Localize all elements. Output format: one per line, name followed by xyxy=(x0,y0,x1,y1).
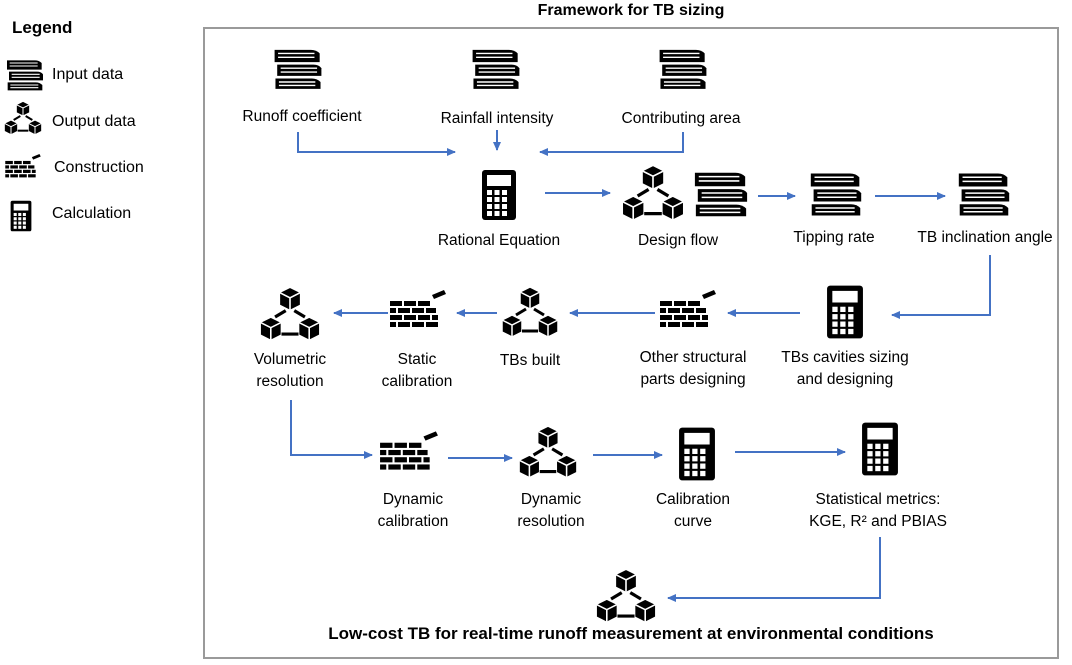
contributing-area-label: Contributing area xyxy=(621,110,741,127)
calibration-curve-label: Calibration curve xyxy=(655,491,731,530)
static-calibration-label: Static calibration xyxy=(381,351,453,390)
arrow-volumetric-to-dynamic-cal xyxy=(290,400,373,459)
legend-output-data-label: Output data xyxy=(52,113,136,130)
books-icon xyxy=(957,172,1011,217)
calculator-icon xyxy=(482,170,516,220)
calculator-icon xyxy=(827,285,863,339)
books-icon xyxy=(471,49,521,90)
cubes-icon xyxy=(594,567,658,625)
framework-frame xyxy=(203,27,1059,659)
cubes-icon xyxy=(620,163,686,222)
runoff-coefficient-label: Runoff coefficient xyxy=(242,108,362,125)
volumetric-resolution-label: Volumetric resolution xyxy=(253,351,327,390)
legend-construction-label: Construction xyxy=(54,159,144,176)
design-flow-label: Design flow xyxy=(637,232,719,249)
books-icon xyxy=(658,49,708,90)
arrow-tb-angle-to-cavities xyxy=(891,255,991,319)
legend-title: Legend xyxy=(12,18,73,37)
other-structural-label: Other structural parts designing xyxy=(639,349,747,388)
brick-wall-icon xyxy=(660,290,716,327)
tipping-rate-label: Tipping rate xyxy=(793,229,875,246)
arrow-metrics-to-final xyxy=(667,537,881,602)
statistical-metrics-label: Statistical metrics: KGE, R² and PBIAS xyxy=(809,491,947,530)
tbs-built-label: TBs built xyxy=(499,352,561,369)
cubes-icon xyxy=(500,285,560,339)
rainfall-intensity-label: Rainfall intensity xyxy=(440,110,554,127)
tb-inclination-angle-label: TB inclination angle xyxy=(917,229,1053,246)
calculator-icon xyxy=(862,422,898,476)
arrow-area-to-rational xyxy=(539,132,684,156)
cubes-icon xyxy=(258,285,322,343)
arrow-runoff-to-rational xyxy=(297,132,456,156)
final-output-label: Low-cost TB for real-time runoff measure… xyxy=(328,624,934,643)
dynamic-calibration-label: Dynamic calibration xyxy=(377,491,449,530)
calculator-icon xyxy=(679,427,715,481)
books-icon xyxy=(809,172,863,217)
brick-wall-icon xyxy=(380,431,438,470)
rational-equation-label: Rational Equation xyxy=(437,232,561,249)
dynamic-resolution-label: Dynamic resolution xyxy=(517,491,585,530)
legend-input-data-label: Input data xyxy=(52,66,124,83)
framework-title: Framework for TB sizing xyxy=(537,2,725,19)
books-icon xyxy=(273,49,323,90)
brick-wall-icon xyxy=(390,290,446,327)
books-icon xyxy=(694,171,748,218)
tbs-cavities-label: TBs cavities sizing and designing xyxy=(781,349,909,388)
legend-calculation-label: Calculation xyxy=(52,205,132,222)
cubes-icon xyxy=(517,424,579,480)
